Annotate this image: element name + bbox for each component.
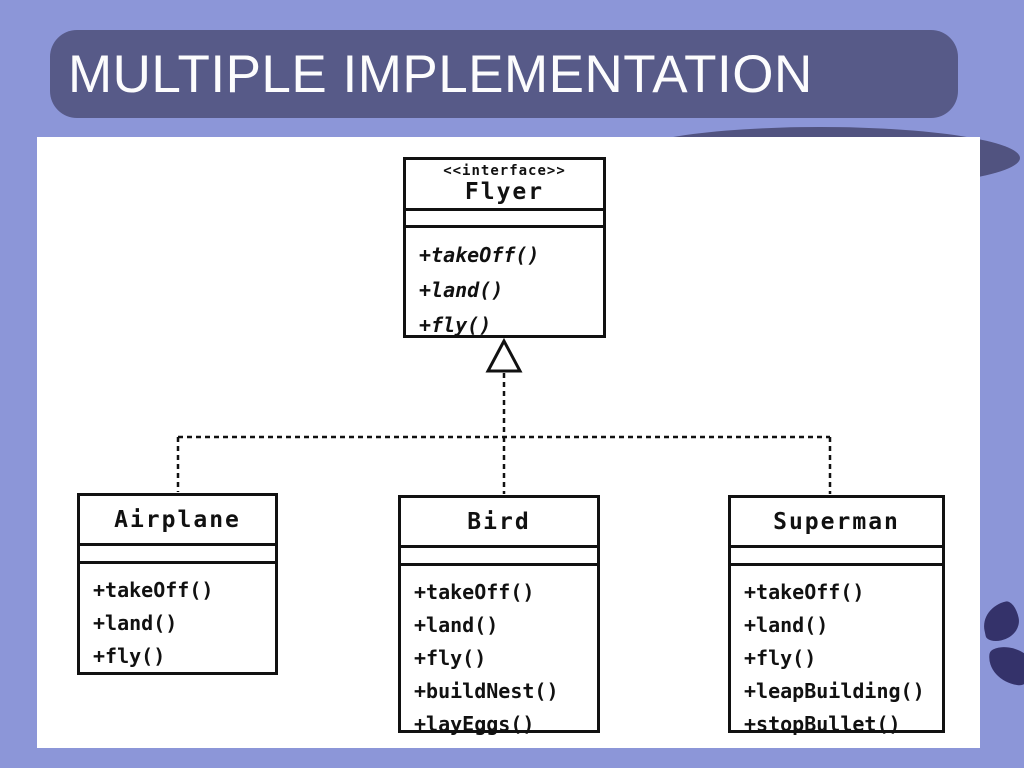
- uml-interface-flyer: <<interface>> Flyer +takeOff() +land() +…: [403, 157, 606, 338]
- method-item: +layEggs(): [414, 712, 535, 736]
- attributes-compartment: [401, 548, 597, 566]
- method-item: +fly(): [414, 646, 487, 670]
- title-bar: MULTIPLE IMPLEMENTATION: [50, 30, 958, 118]
- method-item: +land(): [419, 278, 504, 302]
- attributes-compartment: [731, 548, 942, 566]
- uml-class-superman: Superman +takeOff() +land() +fly() +leap…: [728, 495, 945, 736]
- method-item: +takeOff(): [744, 580, 865, 604]
- petal-decoration-top: [979, 599, 1023, 644]
- class-name: Airplane: [114, 506, 241, 533]
- method-item: +leapBuilding(): [744, 679, 925, 703]
- class-title-compartment: Superman: [731, 498, 942, 548]
- class-title-compartment: Bird: [401, 498, 597, 548]
- uml-class-airplane: Airplane +takeOff() +land() +fly(): [77, 493, 278, 675]
- attributes-compartment: [406, 211, 603, 228]
- class-name: Superman: [773, 508, 900, 535]
- method-item: +fly(): [744, 646, 817, 670]
- methods-compartment: +takeOff() +land() +fly(): [80, 564, 275, 673]
- uml-class-bird: Bird +takeOff() +land() +fly() +buildNes…: [398, 495, 600, 736]
- interface-title-compartment: <<interface>> Flyer: [406, 160, 603, 211]
- method-item: +land(): [93, 611, 178, 635]
- slide-title: MULTIPLE IMPLEMENTATION: [68, 44, 813, 104]
- method-item: +stopBullet(): [744, 712, 901, 736]
- method-item: +takeOff(): [414, 580, 535, 604]
- method-item: +takeOff(): [419, 243, 540, 267]
- class-title-compartment: Airplane: [80, 496, 275, 546]
- methods-compartment: +takeOff() +land() +fly(): [406, 228, 603, 343]
- class-name: Bird: [467, 508, 531, 535]
- method-item: +takeOff(): [93, 578, 214, 602]
- method-item: +fly(): [93, 644, 166, 668]
- interface-name: Flyer: [464, 179, 545, 205]
- method-item: +land(): [744, 613, 829, 637]
- interface-stereotype: <<interface>>: [443, 163, 566, 179]
- attributes-compartment: [80, 546, 275, 564]
- methods-compartment: +takeOff() +land() +fly() +buildNest() +…: [401, 566, 597, 741]
- method-item: +buildNest(): [414, 679, 559, 703]
- method-item: +fly(): [419, 313, 492, 337]
- method-item: +land(): [414, 613, 499, 637]
- petal-decoration-bottom: [985, 644, 1024, 688]
- methods-compartment: +takeOff() +land() +fly() +leapBuilding(…: [731, 566, 942, 741]
